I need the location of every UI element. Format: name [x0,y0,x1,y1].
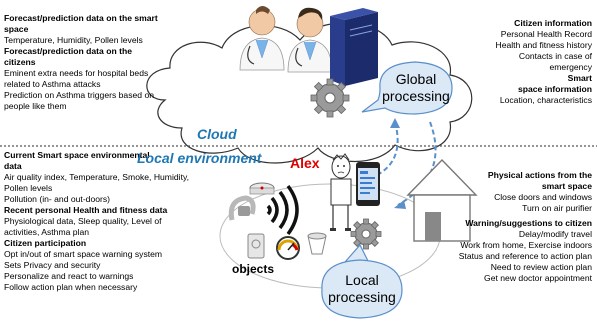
text-line: Location, characteristics [499,95,592,105]
local-right-text: Physical actions from the smart space Cl… [442,170,592,284]
heading: Citizen information [514,18,592,28]
text-line: Pollution (in- and out-doors) [4,194,111,204]
wifi-signal-icon [266,184,299,236]
heading: Smart [567,73,592,83]
text-line: Air quality index, Temperature, Smoke, H… [4,172,189,193]
cloud-right-text: Citizen information Personal Health Reco… [452,18,593,106]
text-line: emergency [549,62,592,72]
text-line: Personal Health Record [500,29,592,39]
text-line: Get new doctor appointment [484,273,592,283]
text-line: Sets Privacy and security [4,260,101,270]
global-processing-bubble [361,61,453,115]
text-line: Follow action plan when necessary [4,282,138,292]
smoke-detector-icon [249,182,275,195]
text-line: Opt in/out of smart space warning system [4,249,163,259]
uplink-arrow [376,121,399,176]
heading: Warning/suggestions to citizen [465,218,592,228]
house-icon [406,158,478,242]
heading: Recent personal Health and fitness data [4,205,168,215]
global-processing-line1: Global [395,71,437,87]
air-purifier-icon [247,233,265,259]
inhaler-icon [307,232,327,255]
text-line: Contacts in case of [518,51,592,61]
text-line: Eminent extra needs for hospital beds re… [4,68,149,89]
text-line: Temperature, Humidity, Pollen levels [4,35,143,45]
local-processing-bubble [321,243,403,319]
local-left-text: Current Smart space environmental data A… [4,150,194,293]
heading: Forecast/prediction data on the citizens [4,46,132,67]
text-line: Status and reference to action plan [458,251,592,261]
gear-icon [350,218,382,250]
text-line: Turn on air purifier [522,203,592,213]
text-line: Physiological data, Sleep quality, Level… [4,216,162,237]
smartphone-icon [356,162,380,206]
text-line: Personalize and react to warnings [4,271,134,281]
heading: Current Smart space environmental data [4,150,150,171]
heading: Forecast/prediction data on the smart sp… [4,13,158,34]
heading: smart space [541,181,592,191]
gear-icon [310,78,350,118]
text-line: Close doors and windows [494,192,592,202]
local-processing-line1: Local [345,272,379,288]
doctor-icon [287,7,333,73]
cloud-label: Cloud [197,126,237,142]
heading: Citizen participation [4,238,87,248]
text-line: Need to review action plan [490,262,592,272]
local-processing-label: Local processing [322,272,402,306]
person-icon [330,153,352,231]
cloud-left-text: Forecast/prediction data on the smart sp… [4,13,162,112]
downlink-arrow [397,121,437,206]
objects-label: objects [232,262,275,276]
gauge-icon [276,236,300,260]
doctor-icon [239,6,285,71]
global-processing-line2: processing [382,88,450,104]
alex-label: Alex [290,155,320,171]
text-line: Delay/modify travel [518,229,592,239]
local-processing-line2: processing [328,289,396,305]
heading: space information [517,84,592,94]
text-line: Work from home, Exercise indoors [460,240,592,250]
text-line: Health and fitness history [495,40,593,50]
heading: Physical actions from the [487,170,592,180]
server-icon [330,8,378,86]
text-line: Prediction on Asthma triggers based on p… [4,90,155,111]
wearable-icon [228,195,256,221]
local-environment-label: Local environment [137,150,262,166]
global-processing-label: Global processing [380,71,452,105]
